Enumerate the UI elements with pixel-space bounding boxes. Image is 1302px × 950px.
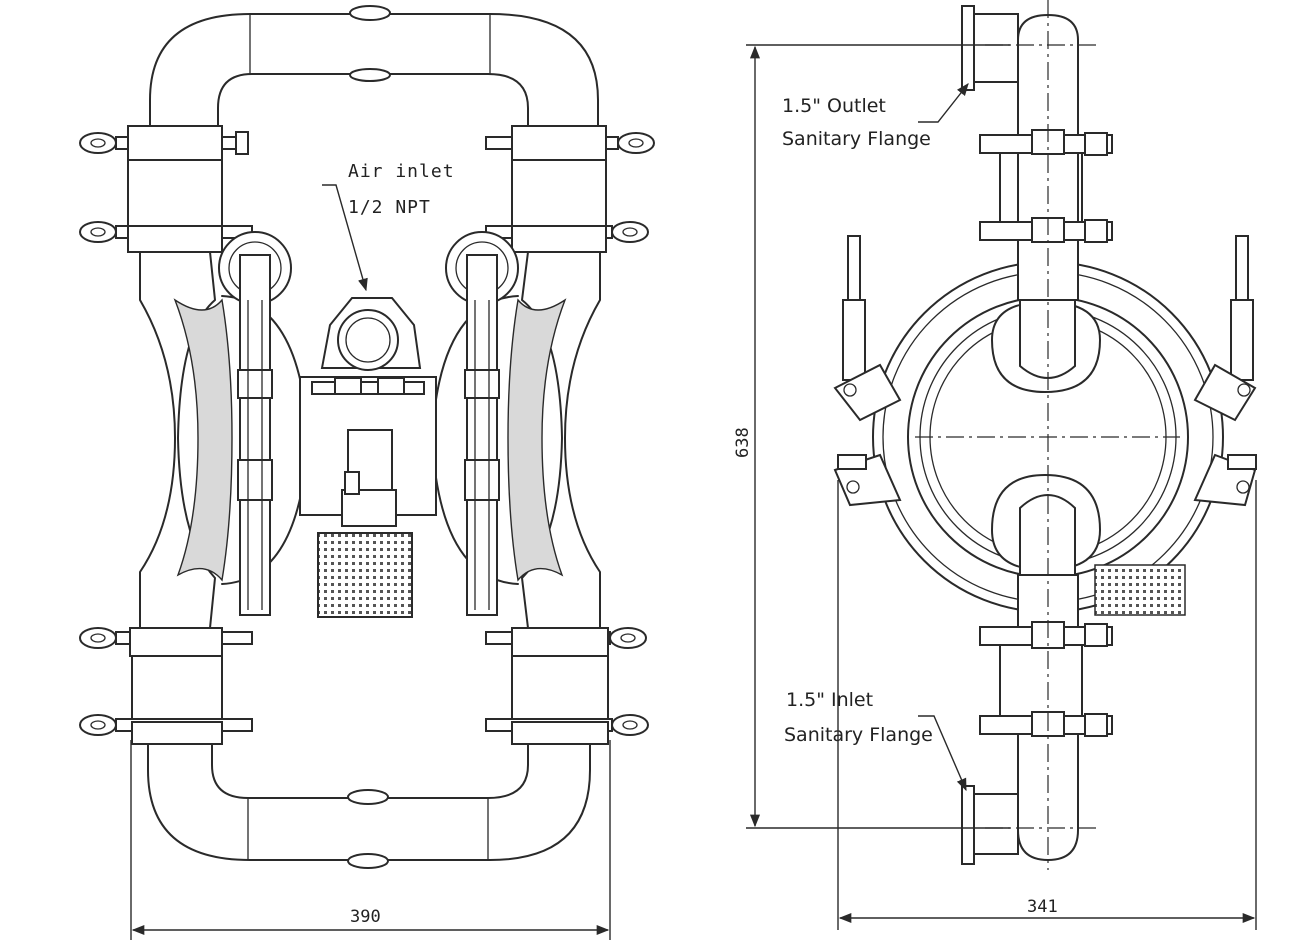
inlet-manifold [147,739,591,869]
air-valve [299,297,437,527]
muffler [317,532,413,618]
side-height-dimension: 638 [733,44,1010,829]
outlet-label-line2: Sanitary Flange [782,128,931,150]
inlet-label-line1: 1.5" Inlet [786,689,873,711]
right-chamber [431,231,601,629]
air-inlet-label-line2: 1/2 NPT [348,197,431,218]
air-inlet-callout: Air inlet 1/2 NPT [322,161,455,292]
inlet-label-line2: Sanitary Flange [784,724,933,746]
front-width-value: 390 [350,907,381,927]
side-height-value: 638 [733,427,753,458]
left-chamber [139,231,309,629]
side-width-value: 341 [1027,897,1058,917]
inlet-callout: 1.5" Inlet Sanitary Flange [784,689,967,792]
front-width-dimension: 390 [130,740,611,940]
side-view [833,0,1257,870]
right-clamps [485,125,655,745]
front-view [79,5,655,869]
outlet-manifold [149,5,599,126]
air-inlet-label-line1: Air inlet [348,161,455,182]
outlet-callout: 1.5" Outlet Sanitary Flange [782,83,969,150]
side-width-dimension: 341 [837,480,1257,930]
outlet-label-line1: 1.5" Outlet [782,95,886,117]
